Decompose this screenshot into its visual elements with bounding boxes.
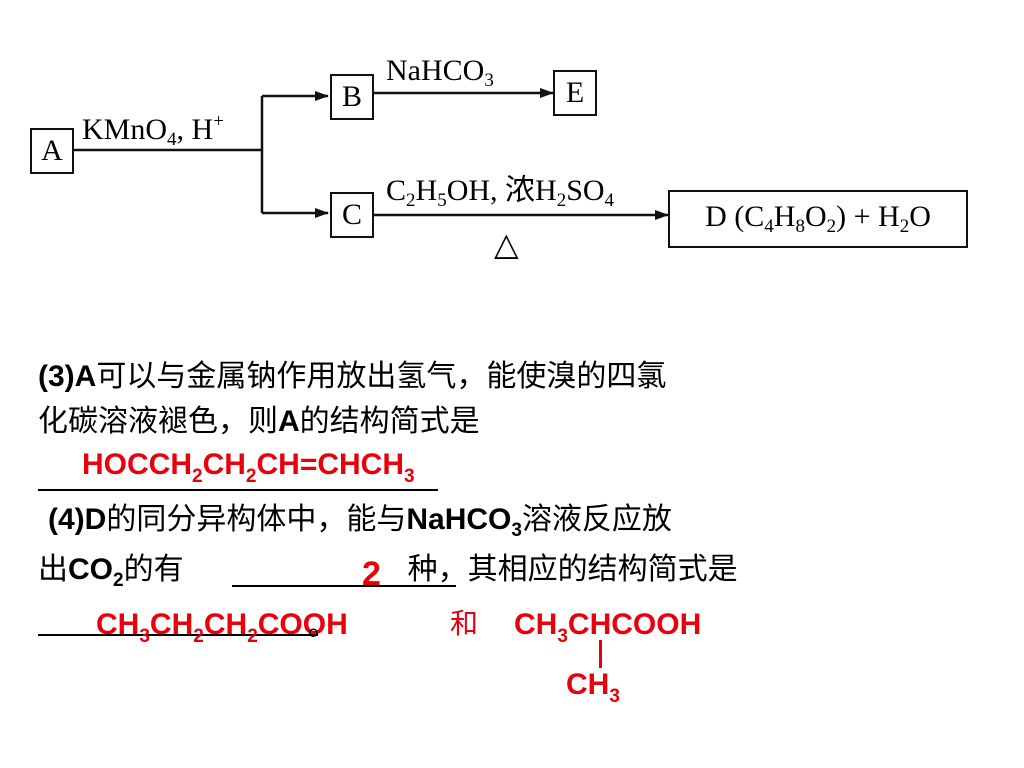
question4-line2: 出CO2的有种，其相应的结构简式是 [38,553,738,591]
question4-structure-2: CH3CHCOOH [514,608,702,647]
compound-e-box: E [553,70,597,116]
scheme-lines [74,88,669,220]
compound-c-box: C [330,192,374,238]
reagent-nahco3: NaHCO3 [386,54,494,91]
compound-e-label: E [565,76,585,109]
question4-branch: CH3 [566,668,620,707]
question3-answer-blank [38,489,438,491]
compound-c-label: C [341,198,362,231]
question4-connector: 和 [450,607,479,640]
product-d-box: D (C4H8O2) + H2O [668,190,968,248]
compound-b-label: B [341,80,362,113]
question4-count-answer: 2 [362,555,381,593]
product-d-formula: D (C4H8O2) + H2O [705,200,931,237]
question4-structure-blank [38,634,318,636]
reagent-kmno4: KMnO4, H+ [82,111,224,150]
compound-b-box: B [330,74,374,120]
question3-answer: HOCCH2CH2CH=CHCH3 [82,448,415,487]
question4-line1: (4)D的同分异构体中，能与NaHCO3溶液反应放 [48,503,672,541]
question4-trailing-mark: 。 [308,610,337,641]
heat-symbol: △ [494,226,519,262]
question4-structure-1: CH3CH2CH2COOH [96,608,348,647]
question3-line1: (3)A可以与金属钠作用放出氢气，能使溴的四氯 [38,360,667,393]
reaction-scheme: A B C E D (C4H8O2) + H2O KMnO4, H+ NaHCO… [0,0,1024,300]
question3-line2: 化碳溶液褪色，则A的结构简式是 [38,405,480,438]
compound-a-label: A [41,134,63,167]
compound-a-box: A [30,128,74,174]
question4-count-blank [232,585,456,587]
branch-bond [599,640,602,668]
reagent-ethanol-h2so4: C2H5OH, 浓H2SO4 [386,174,615,211]
